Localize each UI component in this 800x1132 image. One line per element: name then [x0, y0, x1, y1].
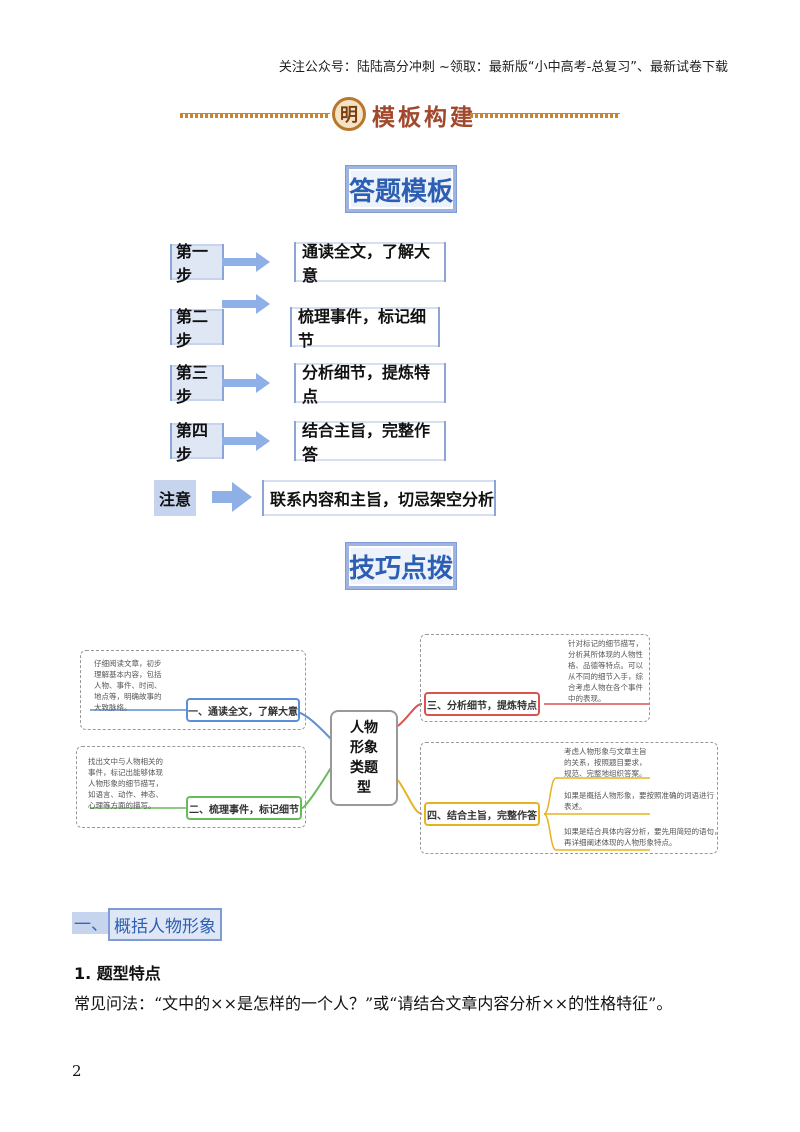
step-1-arrow-icon	[222, 252, 270, 272]
mindmap-connectors	[90, 703, 650, 851]
branch-4-group	[420, 742, 718, 854]
branch-4-detail-1: 考虑人物形象与文章主旨 的关系，按照题目要求， 规范、完整地组织答案。	[564, 747, 647, 778]
step-3-arrow-icon	[222, 373, 270, 393]
body-text: 常见问法：“文中的××是怎样的一个人？”或“请结合文章内容分析××的性格特征”。	[74, 994, 673, 1013]
header-note: 关注公众号：陆陆高分冲刺 ~领取：最新版“小中高考-总复习”、最新试卷下载	[278, 60, 728, 75]
branch-3-detail: 针对标记的细节描写， 分析其所体现的人物性 格、品德等特点。可以 从不同的细节入…	[568, 639, 643, 703]
tips-title: 技巧点拨	[346, 543, 456, 589]
step-3-text: 分析细节，提炼特点	[294, 363, 446, 406]
subheading: 1. 题型特点	[74, 964, 161, 983]
banner-decor-right	[470, 113, 620, 118]
step-3-label: 第三步	[170, 363, 224, 406]
branch-4-node: 四、结合主旨，完整作答	[424, 802, 540, 826]
branch-3-group	[420, 634, 650, 722]
branch-1-node: 一、通读全文，了解大意	[186, 698, 300, 722]
banner-decor-left	[180, 113, 330, 118]
step-4-label: 第四步	[170, 421, 224, 464]
branch-2-node: 二、梳理事件，标记细节	[186, 796, 302, 820]
page-number: 2	[72, 1062, 82, 1080]
step-1-label: 第一步	[170, 242, 224, 285]
step-2-label: 第二步	[170, 307, 224, 350]
mindmap: 仔细阅读文章，初步 理解基本内容，包括 人物、事件、时间、 地点等，明确故事的 …	[70, 628, 730, 863]
extra-arrow-icon	[222, 294, 270, 314]
branch-2-detail: 找出文中与人物相关的 事件，标记出能够体现 人物形象的细节描写， 如语言、动作、…	[88, 757, 163, 810]
step-4-text: 结合主旨，完整作答	[294, 421, 446, 464]
branch-2-group	[76, 746, 306, 828]
branch-1-group	[80, 650, 306, 730]
section-1-number: 一、	[74, 915, 108, 935]
note-label: 注意	[154, 480, 196, 516]
step-2-text: 梳理事件，标记细节	[290, 307, 440, 350]
branch-4-detail-3: 如果是结合具体内容分析，要先用简短的语句， 再详细阐述体现的人物形象特点。	[564, 827, 722, 847]
template-title: 答题模板	[346, 166, 456, 212]
note-arrow-icon	[212, 482, 252, 512]
section-banner: 明 模板构建	[180, 95, 620, 135]
branch-3-node: 三、分析细节，提炼特点	[424, 692, 540, 716]
banner-seal-icon: 明	[332, 97, 366, 131]
section-1-title: 概括人物形象	[108, 908, 222, 941]
note-text: 联系内容和主旨，切忌架空分析	[262, 480, 496, 516]
branch-1-detail: 仔细阅读文章，初步 理解基本内容，包括 人物、事件、时间、 地点等，明确故事的 …	[94, 659, 162, 712]
step-4-arrow-icon	[222, 431, 270, 451]
mindmap-center: 人物 形象 类题 型	[330, 710, 398, 806]
banner-title: 模板构建	[372, 104, 476, 131]
step-1-text: 通读全文，了解大意	[294, 242, 446, 285]
branch-4-detail-2: 如果是概括人物形象，要按照准确的词语进行 表述。	[564, 791, 714, 811]
